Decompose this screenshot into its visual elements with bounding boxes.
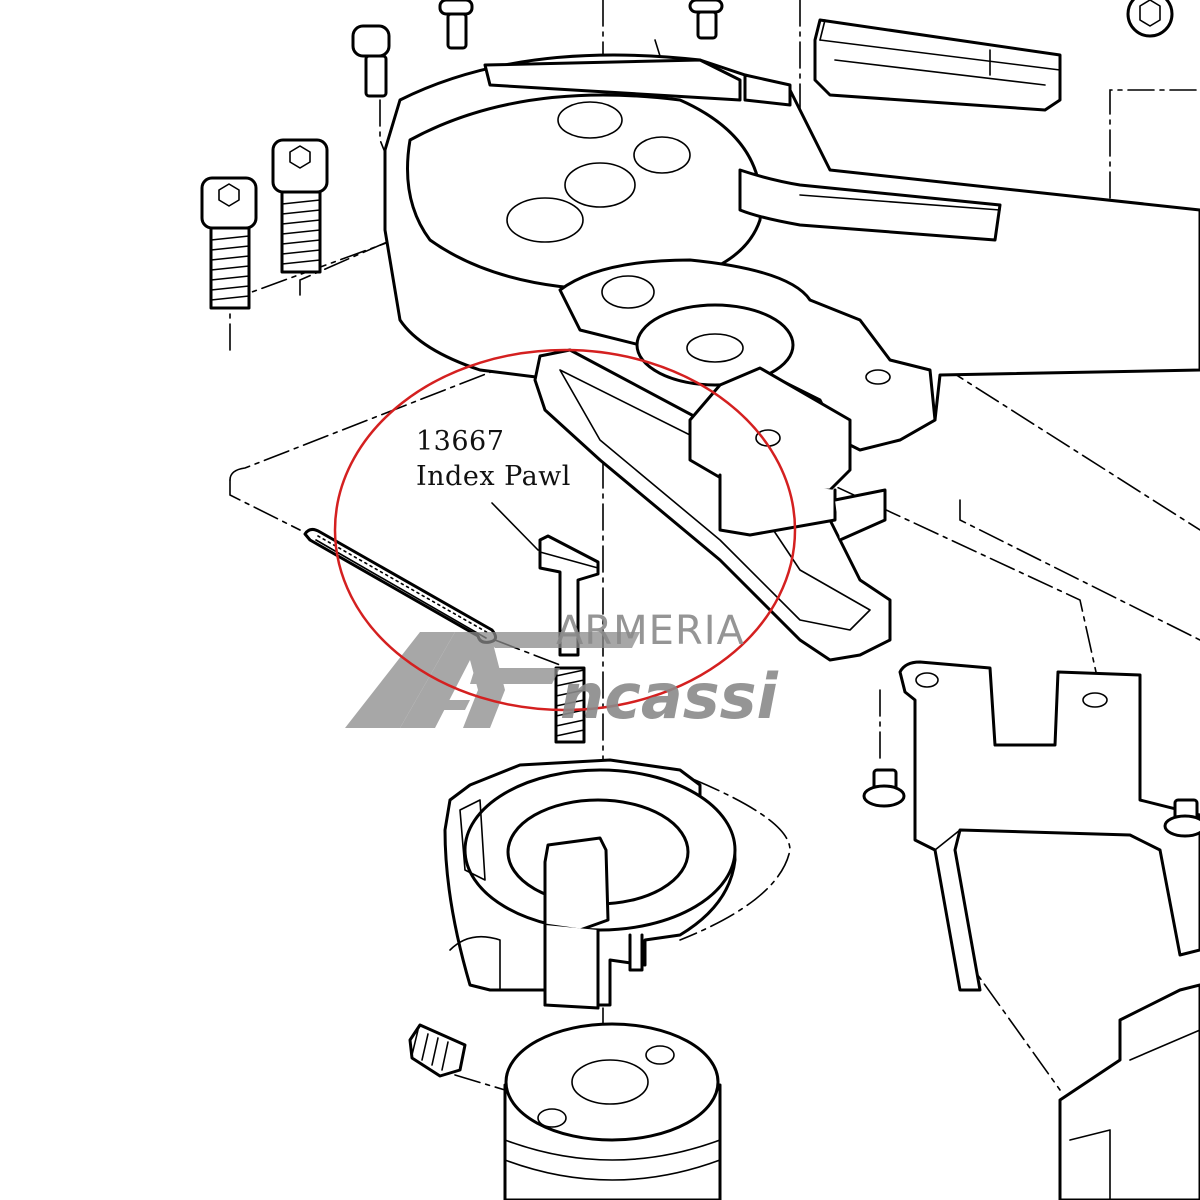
bracket-screw-right bbox=[1163, 798, 1200, 838]
compression-spring bbox=[554, 666, 586, 744]
bottom-right-housing bbox=[1058, 983, 1200, 1200]
index-pawl-part bbox=[538, 534, 600, 657]
watermark-text-top: ARMERIA bbox=[556, 608, 745, 654]
callout-leader-line bbox=[491, 502, 539, 551]
index-ring bbox=[443, 758, 737, 1010]
socket-cap-screw-long bbox=[271, 138, 329, 274]
watermark-text-bottom: ncassi bbox=[560, 660, 778, 733]
main-housing bbox=[383, 53, 1200, 452]
part-name-label: Index Pawl bbox=[416, 461, 571, 492]
hex-screw-top-right bbox=[1126, 0, 1174, 38]
socket-cap-screw-short bbox=[200, 176, 258, 310]
top-screw-right bbox=[688, 0, 724, 40]
bottom-cylinder bbox=[503, 1022, 722, 1200]
top-short-screw-left bbox=[351, 24, 391, 98]
part-number-label: 13667 bbox=[416, 426, 505, 457]
extension-spring bbox=[303, 527, 497, 644]
set-screw bbox=[408, 1023, 467, 1078]
top-screw-center bbox=[438, 0, 474, 50]
highlight-circle bbox=[333, 348, 797, 712]
rail-piece bbox=[813, 18, 1062, 112]
bracket-screw-left bbox=[862, 768, 906, 808]
right-bracket bbox=[898, 660, 1200, 992]
watermark-logo bbox=[345, 632, 640, 728]
index-lever bbox=[533, 348, 892, 662]
